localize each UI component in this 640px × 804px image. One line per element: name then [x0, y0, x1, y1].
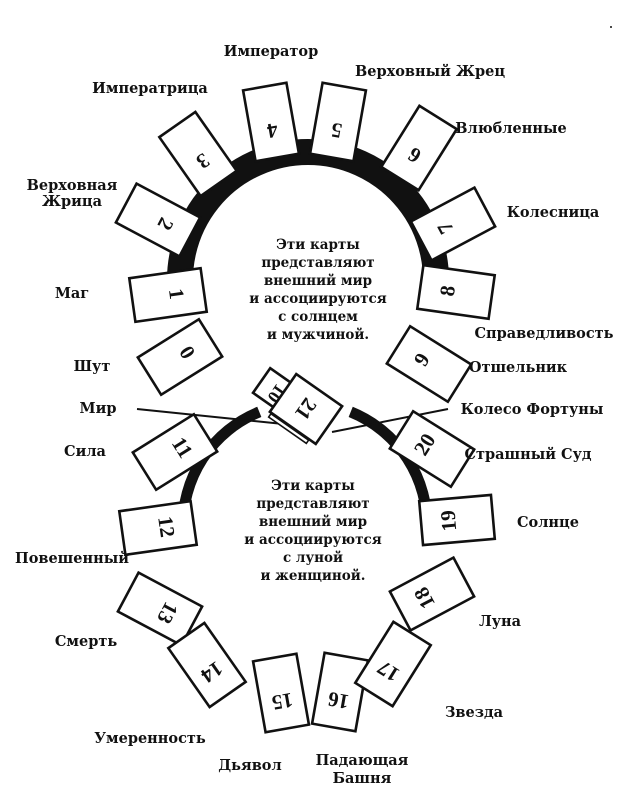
- captions: Эти карты представляют внешний мир и асс…: [244, 237, 386, 584]
- card-number: 4: [265, 118, 280, 144]
- card-number: 12: [153, 515, 180, 539]
- lower-caption-line: представляют: [256, 496, 369, 512]
- lower-caption-line: и ассоциируются: [244, 532, 381, 548]
- card-frame: [385, 324, 473, 404]
- tarot-card-15: 15: [251, 652, 311, 734]
- card-frame: [409, 185, 497, 263]
- tarot-card-2: 2: [114, 181, 202, 259]
- label-card-11: Сила: [64, 443, 107, 460]
- label-card-10: Колесо Фортуны: [461, 401, 604, 418]
- tarot-card-7: 7: [409, 185, 497, 263]
- card-frame: [379, 104, 459, 192]
- label-card-5: Верховный Жрец: [355, 63, 505, 80]
- label-card-2: Верховная: [27, 177, 118, 194]
- label-card-8: Справедливость: [474, 325, 613, 342]
- lower-caption-line: внешний мир: [259, 514, 367, 530]
- card-frame: [417, 493, 497, 547]
- upper-caption-line: внешний мир: [264, 273, 372, 289]
- label-card-9: Отшельник: [469, 359, 568, 376]
- label-card-13: Смерть: [55, 633, 117, 650]
- card-frame: [114, 181, 202, 259]
- tarot-card-6: 6: [379, 104, 459, 192]
- upper-caption-line: представляют: [261, 255, 374, 271]
- tarot-card-20: 20: [388, 409, 476, 489]
- tarot-card-9: 9: [385, 324, 473, 404]
- tarot-card-12: 12: [117, 499, 199, 557]
- label-card-17: Звезда: [445, 704, 504, 721]
- tarot-card-13: 13: [116, 570, 204, 648]
- upper-caption-line: и мужчиной.: [267, 327, 369, 343]
- upper-caption-line: и ассоциируются: [249, 291, 386, 307]
- card-number: 16: [326, 687, 351, 714]
- label-card-14: Умеренность: [94, 730, 206, 747]
- card-frame: [268, 372, 344, 446]
- speck-dot: [610, 26, 612, 28]
- card-number: 15: [270, 688, 295, 715]
- upper-caption-line: с солнцем: [278, 309, 358, 325]
- tarot-card-16: 16: [310, 651, 370, 733]
- tarot-card-10: 10: [251, 366, 305, 418]
- card-frame: [127, 266, 209, 324]
- card-frame: [241, 81, 301, 163]
- card-frame: [131, 412, 219, 492]
- tarot-card-19: 19: [417, 493, 497, 547]
- card-frame: [388, 555, 476, 633]
- label-card-20: Страшный Суд: [464, 446, 591, 463]
- label-card-18: Луна: [479, 613, 522, 630]
- tarot-card-18: 18: [388, 555, 476, 633]
- tarot-card-11: 11: [131, 412, 219, 492]
- lower-caption-line: с луной: [283, 550, 343, 566]
- card-number: 5: [329, 118, 344, 143]
- lower-caption-line: Эти карты: [271, 478, 355, 494]
- label-card-6: Влюбленные: [455, 120, 566, 137]
- pointer-line-world: [136, 408, 294, 426]
- label-card-19: Солнце: [517, 514, 579, 531]
- card-21-edge: [267, 412, 310, 445]
- card-frame: [415, 263, 497, 321]
- tarot-card-8: 8: [415, 263, 497, 321]
- card-number: 19: [436, 509, 462, 532]
- card-number: 8: [435, 284, 460, 298]
- tarot-card-17: 17: [353, 620, 433, 708]
- label-card-15: Дьявол: [218, 757, 281, 774]
- label-card-1: Маг: [55, 285, 89, 302]
- card-frame: [157, 110, 239, 198]
- card-frame: [251, 652, 311, 734]
- card-frame: [166, 621, 248, 709]
- card-number: 1: [164, 287, 189, 301]
- label-card-7: Колесница: [507, 204, 600, 221]
- label-card-4: Император: [224, 43, 318, 60]
- card-frame: [136, 317, 224, 397]
- pointer-lines: [136, 408, 449, 433]
- card-frame: [116, 570, 204, 648]
- tarot-card-0: 0: [136, 317, 224, 397]
- label-card-0: Шут: [74, 358, 111, 375]
- tarot-card-4: 4: [241, 81, 301, 163]
- lower-caption-line: и женщиной.: [260, 568, 365, 584]
- label-card-2-line2: Жрица: [42, 193, 103, 210]
- card-frame: [353, 620, 433, 708]
- card-frame: [310, 651, 370, 733]
- card-frame: [388, 409, 476, 489]
- tarot-card-21: 21: [268, 372, 344, 446]
- card-frame: [117, 499, 199, 557]
- upper-caption-line: Эти карты: [276, 237, 360, 253]
- label-card-3: Императрица: [92, 80, 208, 97]
- label-card-16: Падающая: [316, 752, 409, 769]
- card-frame: [308, 81, 368, 163]
- label-card-21: Мир: [80, 400, 117, 417]
- tarot-card-1: 1: [127, 266, 209, 324]
- tarot-card-5: 5: [308, 81, 368, 163]
- label-card-16-line2: Башня: [333, 770, 392, 787]
- tarot-card-3: 3: [157, 110, 239, 198]
- pointer-line-fortune: [331, 408, 449, 433]
- label-card-12: Повешенный: [15, 550, 129, 567]
- tarot-card-14: 14: [166, 621, 248, 709]
